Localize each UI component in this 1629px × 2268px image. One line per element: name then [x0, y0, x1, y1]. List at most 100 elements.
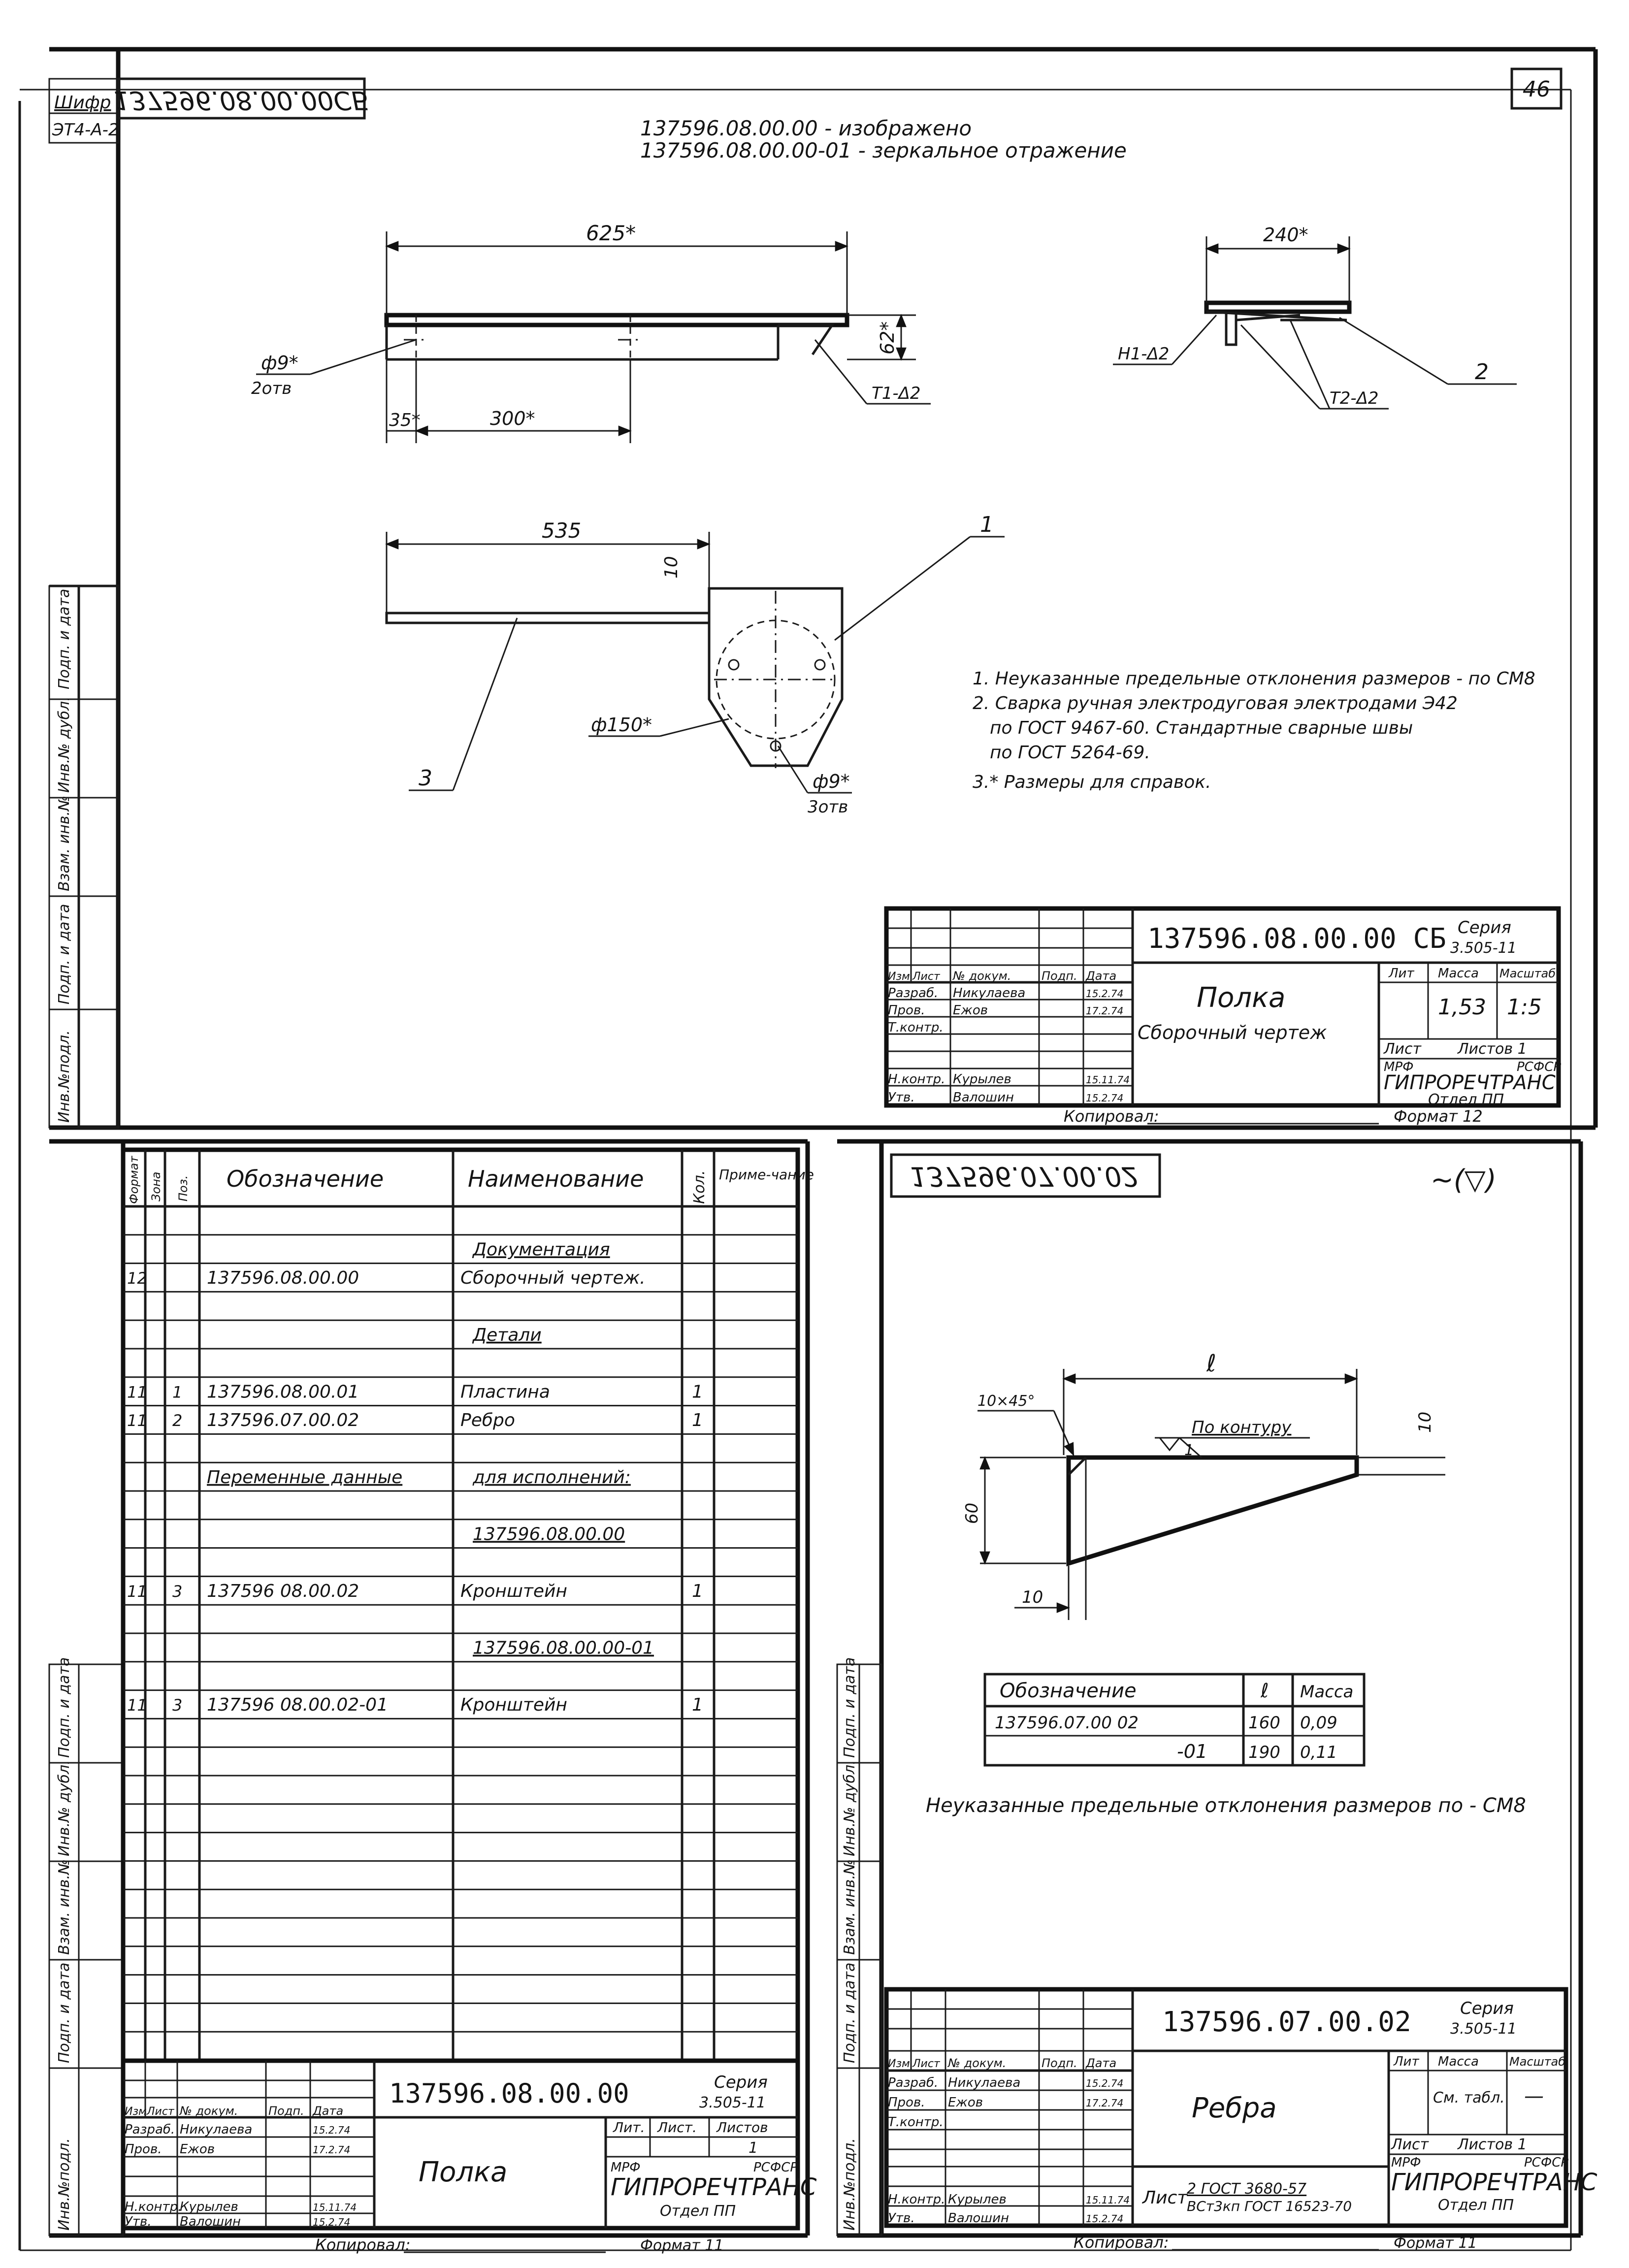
side-stamp-lower-left: Подп. и дата Инв.№ дубл. Взам. инв.№ Под…	[48, 1657, 124, 2236]
spec-name-2: Ежов	[180, 2142, 215, 2157]
rib-col-sign: Подп.	[1042, 2056, 1077, 2070]
variant-line-1: 137596.08.00.00 - изображено	[640, 116, 972, 140]
side-label-upper-2: Инв.№ дубл.	[56, 696, 73, 793]
rib-org-left: МРФ	[1391, 2155, 1421, 2170]
rib-part-view: ℓ 10×45° По контуру 1 10 60 10	[962, 1350, 1445, 1620]
rib-table-h-mass: Масса	[1300, 1682, 1353, 1702]
note-line-1: 1. Неуказанные предельные отклонения раз…	[973, 669, 1535, 689]
spec-name-1: Никулаева	[180, 2122, 252, 2137]
assembly-title-block: Изм Лист № докум. Подп. Дата Разраб. Ник…	[884, 906, 1561, 1126]
side-label-upper-4: Подп. и дата	[56, 904, 73, 1004]
dim-holes-3: 3отв	[808, 797, 848, 817]
specification-table: Формат Зона Поз. Обозначение Наименовани…	[121, 1147, 814, 2063]
dim-625: 625*	[586, 221, 636, 245]
dim-hole-9b: ф9*	[813, 771, 850, 792]
dim-240: 240*	[1263, 224, 1308, 246]
asm-name-4: Курылев	[953, 1072, 1011, 1087]
spec-format: Формат 11	[640, 2237, 723, 2254]
dim-300: 300*	[490, 408, 535, 429]
rib-date-1: 15.2.74	[1086, 2077, 1123, 2089]
weld-h1: Н1-Δ2	[1118, 344, 1169, 364]
rib-dim-10-bottom: 10	[1022, 1588, 1043, 1607]
asm-role-5: Утв.	[888, 1090, 915, 1105]
spec-h-designation: Обозначение	[227, 1166, 384, 1192]
spec-col-doc: № докум.	[179, 2104, 238, 2118]
asm-copied: Копировал:	[1064, 1107, 1159, 1126]
spec-cell-qty: 1	[692, 1410, 703, 1430]
dim-holes-2: 2отв	[251, 379, 292, 398]
asm-org-name: ГИПРОРЕЧТРАНС	[1384, 1071, 1556, 1094]
rib-table-r1-l: 160	[1248, 1713, 1280, 1733]
rib-col-doc: № докум.	[947, 2056, 1006, 2070]
spec-copied: Копировал:	[315, 2236, 411, 2254]
spec-cell-name: Сборочный чертеж.	[460, 1268, 646, 1288]
asm-role-4: Н.контр.	[888, 1072, 945, 1087]
mirrored-code-box-top: 137596.08.00.00СБ	[114, 77, 369, 120]
spec-cell-format: 11	[127, 1696, 147, 1715]
rib-material-label: Лист	[1141, 2188, 1188, 2208]
side-label-right-1: Подп. и дата	[841, 1657, 858, 1758]
spec-cell-name: Кронштейн	[460, 1695, 567, 1715]
side-label-right-5: Инв.№подл.	[841, 2138, 858, 2231]
spec-col-list: Лист	[146, 2106, 175, 2118]
spec-date-4: 15.2.74	[313, 2216, 350, 2228]
spec-cell-format: 11	[127, 1582, 147, 1601]
rib-mass-label: Масса	[1438, 2054, 1479, 2069]
spec-org-right: РСФСР	[753, 2160, 798, 2175]
spec-date-3: 15.11.74	[313, 2202, 357, 2213]
spec-cell-name: Документация	[472, 1239, 610, 1260]
spec-col-izm: Изм	[125, 2106, 147, 2118]
asm-org-right: РСФСР	[1517, 1060, 1561, 1074]
asm-subtitle: Сборочный чертеж	[1138, 1022, 1327, 1043]
plan-view: 535 10 ф150* ф9* 3отв 1 3	[385, 512, 1005, 817]
spec-cell-pos: 1	[172, 1383, 182, 1401]
spec-cell-name: 137596.08.00.00	[473, 1524, 625, 1544]
spec-col-sign: Подп.	[268, 2104, 304, 2118]
rib-table-r1-m: 0,09	[1300, 1713, 1337, 1733]
spec-h-qty: Кол.	[691, 1170, 708, 1204]
spec-cell-designation: 137596.08.00.00	[207, 1268, 359, 1288]
spec-dept: Отдел ПП	[660, 2203, 736, 2220]
spec-role-4: Утв.	[125, 2214, 152, 2229]
side-label-lower-4: Подп. и дата	[56, 1963, 73, 2063]
rib-dim-chamfer: 10×45°	[977, 1393, 1035, 1410]
spec-cell-qty: 1	[692, 1581, 703, 1601]
mirrored-code-rib: 137596.07.00.02	[910, 1161, 1139, 1192]
side-label-lower-5: Инв.№подл.	[56, 2138, 73, 2231]
side-stamp-lower-right: Подп. и дата Инв.№ дубл. Взам. инв.№ Под…	[836, 1657, 882, 2236]
side-label-lower-1: Подп. и дата	[56, 1657, 73, 1758]
rib-org-name: ГИПРОРЕЧТРАНС	[1391, 2169, 1597, 2196]
cipher-value: ЭТ4-А-2	[52, 120, 119, 140]
spec-cell-designation: Переменные данные	[207, 1467, 402, 1488]
cipher-label: Шифр	[54, 93, 111, 113]
spec-cell-name: Детали	[472, 1325, 542, 1345]
rib-code: 137596.07.00.02	[1162, 2006, 1411, 2038]
rib-org-right: РСФСР	[1524, 2155, 1568, 2170]
spec-org-name: ГИПРОРЕЧТРАНС	[611, 2173, 817, 2201]
spec-cell-name: Ребро	[460, 1410, 515, 1430]
asm-lit-label: Лит	[1388, 966, 1414, 981]
asm-date-5: 15.2.74	[1086, 1092, 1123, 1104]
rib-note: Неуказанные предельные отклонения размер…	[926, 1794, 1526, 1817]
rib-dept: Отдел ПП	[1438, 2197, 1514, 2214]
asm-col-izm: Изм	[888, 971, 910, 983]
asm-date-1: 15.2.74	[1086, 988, 1123, 1000]
rib-table-r2-m: 0,11	[1300, 1743, 1337, 1762]
spec-name-4: Валошин	[180, 2214, 241, 2229]
note-line-2: 2. Сварка ручная электродуговая электрод…	[973, 693, 1458, 713]
asm-date-2: 17.2.74	[1086, 1005, 1123, 1017]
spec-role-1: Разраб.	[125, 2122, 175, 2137]
variant-line-2: 137596.08.00.00-01 - зеркальное отражени…	[640, 138, 1127, 162]
asm-code: 137596.08.00.00 СБ	[1147, 923, 1446, 955]
rib-dim-contour: По контуру	[1192, 1418, 1292, 1437]
spec-cell-designation: 137596 08.00.02-01	[207, 1695, 388, 1715]
cipher-stamp: Шифр ЭТ4-А-2	[48, 78, 119, 144]
rib-mass: См. табл.	[1433, 2089, 1505, 2106]
rib-dim-60: 60	[962, 1503, 982, 1524]
spec-org-left: МРФ	[611, 2160, 641, 2175]
callout-2: 2	[1475, 359, 1489, 385]
rib-date-4: 15.11.74	[1086, 2194, 1130, 2206]
side-label-upper-5: Инв.№подл.	[56, 1030, 73, 1123]
side-label-upper-1: Подп. и дата	[56, 589, 73, 689]
rib-table-h-l: ℓ	[1260, 1680, 1269, 1702]
